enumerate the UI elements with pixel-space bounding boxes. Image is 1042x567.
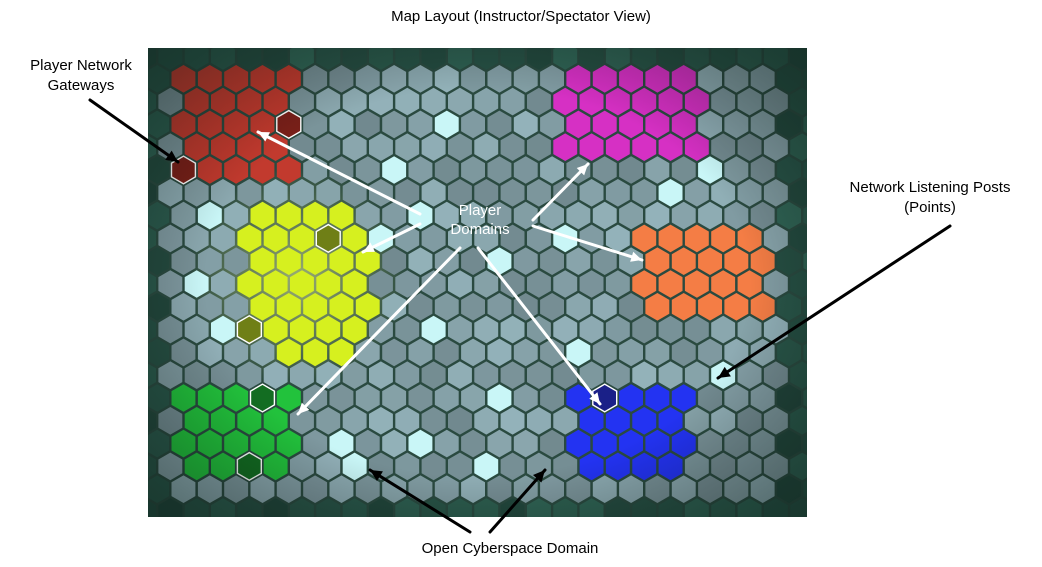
gateways-label-line-1: Player Network bbox=[30, 57, 132, 74]
posts-label-line-2: (Points) bbox=[904, 199, 956, 216]
open-cyberspace-domain-label: Open Cyberspace Domain bbox=[421, 540, 599, 557]
arrow-to-red-domain-head bbox=[258, 132, 270, 142]
arrow-to-magenta-domain bbox=[531, 162, 590, 222]
domains-label-line-1: Player bbox=[458, 202, 502, 219]
arrow-to-yellow-domain-head bbox=[363, 242, 375, 252]
yellow-domain-gateway-hex bbox=[236, 314, 263, 345]
arrow-to-red-domain bbox=[256, 130, 422, 216]
arrow-to-green-domain-head bbox=[298, 402, 310, 414]
domain-arrows bbox=[256, 130, 644, 416]
red-domain-gateway-hex bbox=[170, 155, 197, 185]
arrow-to-orange-domain-head bbox=[630, 251, 642, 262]
arrow-to-blue-domain-head bbox=[589, 392, 600, 404]
gateways-label-line-2: Gateways bbox=[47, 77, 115, 94]
player-network-gateways-label: Player Network Gateways bbox=[6, 56, 156, 96]
arrow-to-orange-domain bbox=[531, 224, 644, 262]
red-domain-gateway-hex bbox=[276, 109, 302, 140]
network-listening-posts-label: Network Listening Posts (Points) bbox=[820, 178, 1040, 218]
map-title: Map Layout (Instructor/Spectator View) bbox=[391, 8, 651, 25]
player-domains-label: Player Domains bbox=[435, 201, 525, 239]
posts-label-line-1: Network Listening Posts bbox=[849, 179, 1011, 196]
arrow-to-blue-domain bbox=[476, 246, 602, 406]
yellow-domain-gateway-hex bbox=[315, 223, 341, 254]
green-domain-gateway-hex bbox=[236, 451, 263, 482]
arrow-to-magenta-domain-head bbox=[576, 164, 588, 176]
arrow-to-green-domain bbox=[296, 246, 462, 416]
hex-map: Player Domains bbox=[148, 48, 807, 517]
hex-grid bbox=[148, 48, 807, 517]
green-domain-gateway-hex bbox=[249, 383, 276, 413]
domains-label-line-2: Domains bbox=[450, 221, 510, 238]
